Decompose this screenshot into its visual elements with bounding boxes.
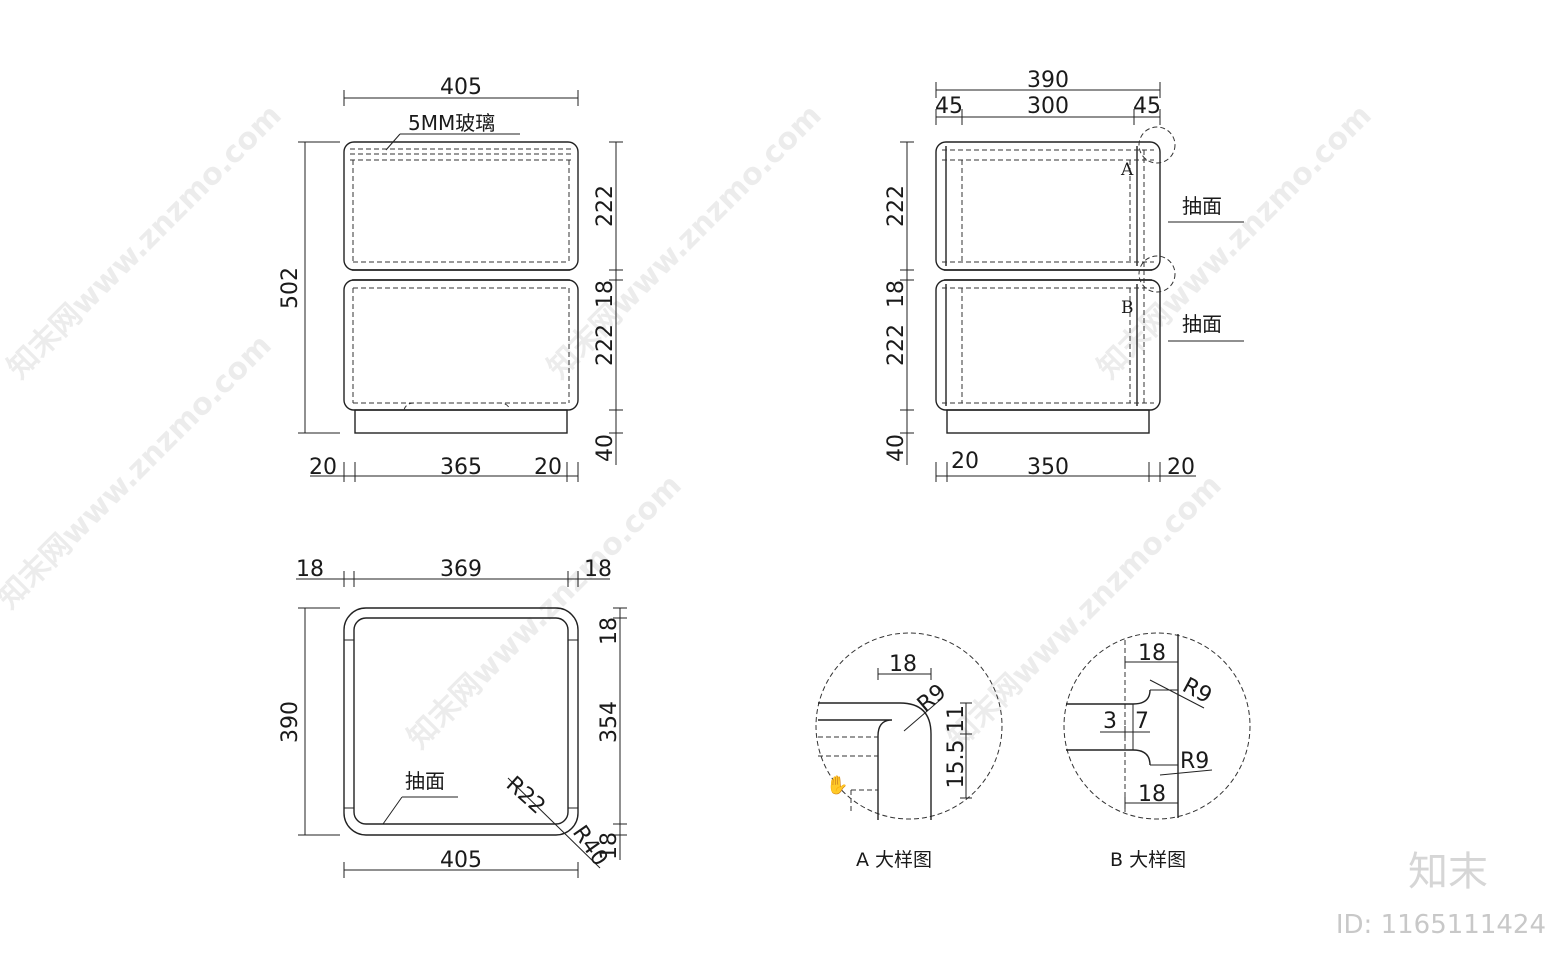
front-dim-365: 365	[440, 455, 482, 480]
detail-a-dim-15-5: 15.5	[944, 740, 969, 789]
watermark-text: 知末网www.znzmo.com	[0, 328, 279, 616]
brand-logo: 知末	[1408, 849, 1488, 895]
detail-a-dim-18: 18	[889, 652, 917, 677]
detail-a-circle	[815, 632, 1003, 820]
plan-dim-18b: 18	[584, 557, 612, 582]
front-view: 405 5MM玻璃 502 222 18 222 40 20 365 20	[278, 75, 623, 482]
detail-b-callout	[1138, 255, 1176, 293]
detail-a-caption: A 大样图	[856, 849, 932, 871]
side-dim-222a: 222	[884, 185, 909, 227]
plan-dim-354: 354	[597, 701, 622, 743]
side-drawer-face-label-2: 抽面	[1182, 312, 1222, 336]
detail-a: 18 R9 11 15.5 ✋ A 大样图	[815, 632, 1003, 871]
side-dim-20b: 20	[1167, 455, 1195, 480]
watermark-text: 知末网www.znzmo.com	[1091, 98, 1379, 386]
detail-b-dim-18-bottom: 18	[1138, 782, 1166, 807]
side-dim-45a: 45	[935, 94, 963, 119]
front-dim-20a: 20	[309, 455, 337, 480]
side-dim-18: 18	[884, 280, 909, 308]
marker-b: B	[1121, 298, 1134, 318]
side-dim-45b: 45	[1133, 94, 1161, 119]
front-dim-18: 18	[593, 280, 618, 308]
plan-width-dim: 405	[440, 848, 482, 873]
detail-a-callout	[1138, 126, 1176, 164]
detail-b-dim-3: 3	[1103, 709, 1117, 734]
watermark-text: 知末网www.znzmo.com	[541, 98, 829, 386]
front-drawer-lower	[343, 279, 579, 411]
plan-dim-18-bottom: 18	[597, 832, 622, 860]
side-base	[946, 409, 1150, 434]
plan-depth-dim: 390	[278, 701, 303, 743]
brand-id: ID: 1165111424	[1336, 910, 1546, 940]
side-dim-350: 350	[1027, 455, 1069, 480]
front-dim-222b: 222	[593, 324, 618, 366]
front-base	[354, 409, 568, 434]
side-dim-222b: 222	[884, 324, 909, 366]
detail-b-r9-top: R9	[1178, 673, 1216, 709]
side-width-dim: 390	[1027, 68, 1069, 93]
plan-dim-18a: 18	[296, 557, 324, 582]
plan-outer	[343, 607, 579, 836]
side-dim-300: 300	[1027, 94, 1069, 119]
hand-cursor-icon: ✋	[826, 774, 848, 796]
side-drawer-face-label-1: 抽面	[1182, 194, 1222, 218]
detail-b-dim-7: 7	[1135, 709, 1149, 734]
plan-dim-369: 369	[440, 557, 482, 582]
plan-dim-18-top: 18	[597, 617, 622, 645]
plan-drawer-face-label: 抽面	[405, 769, 445, 793]
plan-inner	[353, 617, 569, 825]
side-dim-20a: 20	[951, 449, 979, 474]
front-dim-40: 40	[593, 434, 618, 462]
detail-b: 18 R9 3 7 R9 18 B 大样图	[1063, 632, 1251, 871]
side-dim-40: 40	[884, 434, 909, 462]
glass-note: 5MM玻璃	[408, 111, 495, 135]
watermark-text: 知末网www.znzmo.com	[401, 468, 689, 756]
detail-b-r9-bottom: R9	[1180, 749, 1209, 774]
front-dim-20b: 20	[534, 455, 562, 480]
plan-radius-r40: R40	[567, 821, 612, 871]
detail-b-circle	[1063, 632, 1251, 820]
detail-a-dim-11: 11	[944, 705, 969, 733]
side-view: A B 抽面 抽面 390 45 300 45 222 18 222 40	[884, 68, 1244, 482]
front-width-dim: 405	[440, 75, 482, 100]
marker-a: A	[1120, 160, 1134, 180]
detail-b-dim-18-top: 18	[1138, 641, 1166, 666]
detail-b-caption: B 大样图	[1110, 849, 1186, 871]
front-dim-222a: 222	[593, 185, 618, 227]
watermark-text: 知末网www.znzmo.com	[941, 468, 1229, 756]
front-drawer-upper	[343, 141, 579, 271]
watermark-layer: 知末网www.znzmo.com 知末网www.znzmo.com 知末网www…	[0, 98, 1379, 756]
front-height-dim: 502	[278, 267, 303, 309]
